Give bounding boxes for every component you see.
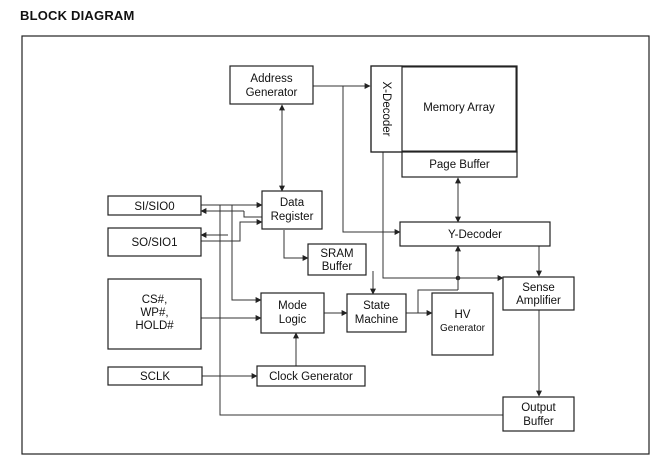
sense-amplifier-label-line2: Amplifier [516,295,561,307]
hold-pin-label: HOLD# [135,320,174,332]
sram-buffer-block: SRAM Buffer [307,243,367,276]
state-machine-label-line2: Machine [355,314,398,326]
hv-generator-label-line1: HV [455,309,471,321]
so-sio1-pin-block: SO/SIO1 [107,227,202,257]
diagram-title: BLOCK DIAGRAM [20,8,135,23]
mode-logic-label-line1: Mode [278,300,307,312]
so-sio1-label: SO/SIO1 [131,237,177,249]
clock-generator-block: Clock Generator [256,365,366,387]
mode-logic-block: Mode Logic [260,292,325,334]
memory-array-block: Memory Array [370,65,518,153]
data-register-label-line2: Register [271,211,314,223]
sclk-pin-block: SCLK [107,366,203,386]
y-decoder-label: Y-Decoder [448,229,502,241]
sram-buffer-label-line1: SRAM [320,248,353,260]
address-generator-label-line2: Generator [246,87,298,99]
output-buffer-label-line1: Output [521,402,556,414]
address-generator-label-line1: Address [250,73,292,85]
sram-buffer-label-line2: Buffer [322,261,353,273]
si-sio0-pin-block: SI/SIO0 [107,195,202,216]
control-pins-block: CS#, WP#, HOLD# [107,278,202,350]
output-buffer-block: Output Buffer [502,396,575,432]
data-register-block: Data Register [261,190,323,230]
clock-generator-label: Clock Generator [269,371,353,383]
state-machine-block: State Machine [346,293,407,333]
hv-generator-label-line2: Generator [440,323,486,334]
sense-amplifier-block: Sense Amplifier [502,276,575,311]
sclk-label: SCLK [140,371,170,383]
wp-pin-label: WP#, [140,307,168,319]
mode-logic-label-line2: Logic [279,314,307,326]
state-machine-label-line1: State [363,300,390,312]
data-register-label-line1: Data [280,197,305,209]
address-generator-block: Address Generator [229,65,314,105]
memory-array-label: Memory Array [423,102,495,114]
output-buffer-label-line2: Buffer [523,416,554,428]
si-sio0-label: SI/SIO0 [134,201,174,213]
x-decoder-block: X-Decoder [370,65,403,153]
hv-generator-block: HV Generator [431,292,494,356]
page-buffer-block: Page Buffer [401,151,518,178]
page-buffer-label: Page Buffer [429,159,490,171]
cs-pin-label: CS#, [142,294,168,306]
sense-amplifier-label-line1: Sense [522,282,555,294]
y-decoder-block: Y-Decoder [399,221,551,247]
x-decoder-label: X-Decoder [380,82,392,137]
diagram-frame [21,35,650,455]
connections [200,83,542,416]
